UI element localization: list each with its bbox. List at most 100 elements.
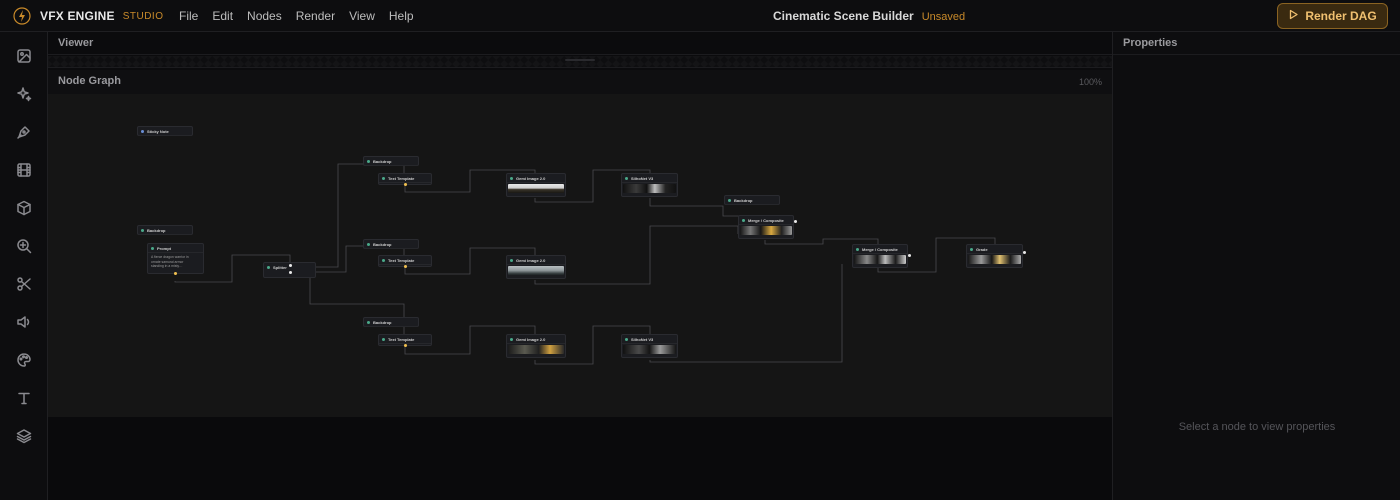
bolt-icon — [12, 6, 32, 26]
text-icon[interactable] — [12, 386, 36, 410]
menu-edit[interactable]: Edit — [212, 9, 234, 23]
render-dag-label: Render DAG — [1305, 9, 1377, 23]
output-port[interactable] — [404, 183, 407, 186]
node-text-template[interactable]: Text Template — [378, 173, 432, 186]
output-port[interactable] — [289, 264, 292, 267]
node-title: Prompt — [157, 245, 171, 251]
node-graph-canvas[interactable]: Sticky Note Backdrop Prompt A fierce dra… — [48, 94, 1112, 417]
node-image-gen[interactable]: Gemi Image 2.0 — [506, 255, 566, 279]
node-title: Splitter — [273, 265, 287, 270]
output-port[interactable] — [1023, 251, 1026, 254]
node-title: SilhoNet V3 — [631, 175, 654, 181]
viewer-canvas[interactable] — [48, 56, 1112, 68]
properties-label: Properties — [1123, 37, 1178, 49]
scissors-icon[interactable] — [12, 272, 36, 296]
node-status-dot — [267, 266, 270, 269]
menu-help[interactable]: Help — [388, 9, 414, 23]
palette-icon[interactable] — [12, 348, 36, 372]
image-thumbnail — [623, 184, 676, 193]
image-thumbnail — [508, 345, 564, 354]
node-backdrop[interactable]: Backdrop — [363, 156, 419, 166]
node-merge-composite[interactable]: Merge / Composite — [852, 244, 911, 268]
menu-render[interactable]: Render — [295, 9, 336, 23]
image-thumbnail — [508, 266, 564, 275]
node-status-dot — [625, 176, 628, 180]
output-port[interactable] — [174, 272, 177, 275]
tool-rail — [0, 32, 48, 500]
pen-tool-icon[interactable] — [12, 120, 36, 144]
node-title: Text Template — [388, 175, 415, 181]
node-title: Gemi Image 2.0 — [516, 336, 546, 342]
image-thumbnail — [740, 226, 792, 235]
node-title: Backdrop — [147, 227, 166, 233]
node-grade[interactable]: Grade — [966, 244, 1026, 268]
project-info: Cinematic Scene Builder Unsaved — [773, 9, 965, 23]
node-backdrop[interactable]: Backdrop — [363, 317, 419, 327]
node-sticky-note[interactable]: Sticky Note — [137, 126, 193, 136]
node-image-gen[interactable]: Gemi Image 2.0 — [506, 334, 566, 358]
output-port[interactable] — [289, 271, 292, 274]
layers-icon[interactable] — [12, 424, 36, 448]
zoom-in-icon[interactable] — [12, 234, 36, 258]
node-status-dot — [382, 337, 385, 341]
node-status-dot — [728, 198, 731, 202]
image-thumbnail — [508, 184, 564, 193]
node-image-gen[interactable]: Gemi Image 2.0 — [506, 173, 566, 197]
node-silhonet[interactable]: SilhoNet V3 — [621, 334, 678, 358]
viewer-label: Viewer — [58, 37, 94, 49]
image-thumbnail — [968, 255, 1021, 264]
brand-name: VFX ENGINE — [40, 9, 115, 23]
node-text-template[interactable]: Text Template — [378, 255, 432, 268]
menu-file[interactable]: File — [179, 9, 199, 23]
node-status-dot — [382, 258, 385, 262]
node-status-dot — [151, 246, 154, 250]
node-status-dot — [510, 176, 513, 180]
output-port[interactable] — [908, 254, 911, 257]
brand-sub: STUDIO — [122, 10, 164, 22]
sparkles-icon[interactable] — [12, 82, 36, 106]
output-port[interactable] — [404, 344, 407, 347]
film-icon[interactable] — [12, 158, 36, 182]
node-merge-composite[interactable]: Merge / Composite — [738, 215, 797, 239]
menu-bar: File Edit Nodes Render View Help — [172, 0, 421, 32]
menu-nodes[interactable]: Nodes — [247, 9, 282, 23]
workspace: Viewer Node Graph 100% — [48, 32, 1112, 500]
node-silhonet[interactable]: SilhoNet V3 — [621, 173, 678, 197]
node-backdrop[interactable]: Backdrop — [724, 195, 780, 205]
properties-empty-state: Select a node to view properties — [1178, 421, 1336, 433]
properties-panel: Properties Select a node to view propert… — [1112, 32, 1400, 500]
output-port[interactable] — [404, 265, 407, 268]
node-text-template[interactable]: Text Template — [378, 334, 432, 347]
node-title: Text Template — [388, 336, 415, 342]
node-status-dot — [367, 242, 370, 246]
viewer-resize-handle[interactable] — [565, 59, 595, 61]
top-bar: VFX ENGINE STUDIO File Edit Nodes Render… — [0, 0, 1400, 32]
node-status-dot — [141, 129, 144, 133]
render-dag-button[interactable]: Render DAG — [1277, 3, 1388, 29]
output-port[interactable] — [794, 220, 797, 223]
node-status-dot — [856, 247, 859, 251]
node-status-dot — [742, 218, 745, 222]
brand: VFX ENGINE STUDIO — [12, 6, 163, 26]
node-title: Gemi Image 2.0 — [516, 257, 546, 263]
zoom-level: 100% — [1078, 77, 1102, 87]
image-icon[interactable] — [12, 44, 36, 68]
node-backdrop[interactable]: Backdrop — [137, 225, 193, 235]
node-graph-header: Node Graph 100% — [48, 70, 1112, 94]
volume-icon[interactable] — [12, 310, 36, 334]
node-title: Backdrop — [373, 319, 392, 325]
menu-view[interactable]: View — [349, 9, 375, 23]
properties-header: Properties — [1113, 32, 1400, 55]
node-title: Gemi Image 2.0 — [516, 175, 546, 181]
node-title: Merge / Composite — [748, 217, 784, 223]
node-title: Backdrop — [734, 197, 753, 203]
timeline-area — [48, 417, 1112, 500]
node-splitter[interactable]: Splitter — [263, 262, 316, 278]
node-backdrop[interactable]: Backdrop — [363, 239, 419, 249]
project-status: Unsaved — [921, 11, 966, 23]
node-status-dot — [510, 337, 513, 341]
cube-icon[interactable] — [12, 196, 36, 220]
node-prompt[interactable]: Prompt A fierce dragon warrior in ornate… — [147, 243, 204, 275]
node-title: Grade — [976, 246, 988, 252]
prompt-text: A fierce dragon warrior in ornate samura… — [151, 255, 189, 269]
